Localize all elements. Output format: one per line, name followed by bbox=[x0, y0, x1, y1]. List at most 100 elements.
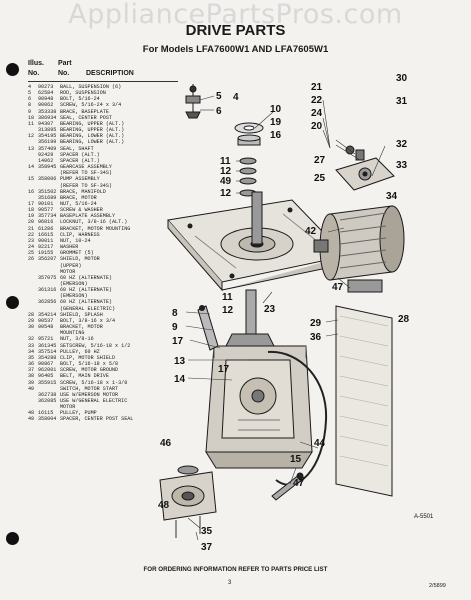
part-illus-no: 30 bbox=[28, 324, 35, 331]
parts-row: MOTOR bbox=[28, 404, 180, 410]
part-illus-no: 33 bbox=[28, 342, 35, 349]
part-number: 357075 bbox=[38, 274, 57, 281]
part-number: 90011 bbox=[38, 237, 54, 244]
part-description: GROMMET (5) bbox=[60, 250, 94, 257]
part-illus-no: 12 bbox=[28, 133, 35, 140]
part-number: 356207 bbox=[38, 256, 57, 263]
part-number: 62584 bbox=[38, 90, 54, 97]
part-description: PULLEY, 60 HZ bbox=[60, 348, 100, 355]
part-number: 357409 bbox=[38, 145, 57, 152]
part-description: BOLT, 5/16-24 bbox=[60, 96, 100, 103]
part-description: BRACKET, MOTOR bbox=[60, 324, 103, 331]
part-number: 358004 bbox=[38, 416, 57, 423]
part-illus-no: 15 bbox=[28, 176, 35, 183]
part-illus-no: 32 bbox=[28, 336, 35, 343]
callout-37: 37 bbox=[201, 542, 213, 553]
part-number: 90537 bbox=[38, 317, 54, 324]
part-number: 92217 bbox=[38, 244, 54, 251]
part-description: SCREW, 5/16-18 x 1-3/8 bbox=[60, 379, 128, 386]
part-illus-no: 24 bbox=[28, 244, 35, 251]
brace-part bbox=[197, 305, 219, 351]
page-number: 3 bbox=[228, 580, 232, 586]
part-illus-no: 21 bbox=[28, 225, 35, 232]
callout-6: 6 bbox=[216, 106, 222, 117]
parts-row: MOTOR bbox=[28, 269, 180, 275]
part-illus-no: 23 bbox=[28, 237, 35, 244]
part-number: 94307 bbox=[38, 120, 54, 127]
callout-8: 8 bbox=[172, 308, 178, 319]
binder-hole bbox=[6, 532, 19, 545]
part-number: 96405 bbox=[38, 373, 54, 380]
part-illus-no: 8 bbox=[28, 102, 32, 109]
part-description: MOUNTING bbox=[60, 330, 85, 337]
part-description: (UPPER) bbox=[60, 262, 82, 269]
callout-47b: 47 bbox=[293, 478, 305, 489]
binder-hole bbox=[6, 63, 19, 76]
part-illus-no: 5 bbox=[28, 90, 32, 97]
part-number: 357514 bbox=[38, 348, 57, 355]
part-number: 386934 bbox=[38, 114, 57, 121]
part-description: BALL, SUSPENSION (6) bbox=[60, 84, 122, 90]
part-description: BOLT, 3/8-16 x 3/4 bbox=[60, 317, 116, 324]
part-description: CLIP, MOTOR SHIELD bbox=[60, 354, 116, 361]
part-illus-no: 37 bbox=[28, 367, 35, 374]
part-description: CLIP, HARNESS bbox=[60, 231, 100, 238]
part-illus-no: 13 bbox=[28, 145, 35, 152]
callout-22: 22 bbox=[311, 95, 323, 106]
callout-14: 14 bbox=[174, 374, 186, 385]
callout-11a: 11 bbox=[220, 156, 231, 167]
callout-34: 34 bbox=[386, 191, 398, 202]
part-illus-no: 14 bbox=[28, 164, 35, 171]
part-description: BRACE, MANIFOLD bbox=[60, 188, 106, 195]
part-illus-no: 9 bbox=[28, 108, 32, 115]
callout-46: 46 bbox=[160, 438, 172, 449]
watermark: AppliancePartsPros.com bbox=[68, 0, 403, 30]
binder-hole bbox=[6, 296, 19, 309]
part-illus-no: 11 bbox=[28, 120, 35, 127]
callout-17b: 17 bbox=[218, 364, 230, 375]
callout-44: 44 bbox=[314, 438, 326, 449]
part-description: GEARCASE ASSEMBLY bbox=[60, 164, 112, 171]
part-number: 16115 bbox=[38, 410, 54, 417]
part-illus-no: 39 bbox=[28, 379, 35, 386]
part-illus-no: 6 bbox=[28, 96, 32, 103]
part-illus-no: 49 bbox=[28, 416, 35, 423]
callout-5: 5 bbox=[216, 91, 222, 102]
part-illus-no: 29 bbox=[28, 317, 35, 324]
part-illus-no: 25 bbox=[28, 250, 35, 257]
callout-13: 13 bbox=[174, 356, 186, 367]
part-number: 14062 bbox=[38, 157, 54, 164]
callout-27: 27 bbox=[314, 155, 326, 166]
part-description: BEARING, UPPER (ALT.) bbox=[60, 127, 125, 134]
part-description: BRACE, BASEPLATE bbox=[60, 108, 109, 115]
parts-row: (GENERAL ELECTRIC) bbox=[28, 306, 180, 312]
ordering-note: FOR ORDERING INFORMATION REFER TO PARTS … bbox=[143, 566, 328, 573]
callout-10: 10 bbox=[270, 104, 282, 115]
part-description: BRACKET, MOTOR MOUNTING bbox=[60, 225, 131, 232]
part-description: 60 HZ (ALTERNATE) bbox=[60, 274, 112, 281]
part-description: BEARING, LOWER (ALT.) bbox=[60, 139, 125, 146]
part-description: SHIELD, SPLASH bbox=[60, 311, 103, 318]
center-post-seal-part bbox=[234, 122, 264, 146]
part-number: 354288 bbox=[38, 354, 57, 361]
part-illus-no: 28 bbox=[28, 311, 35, 318]
part-illus-no: 35 bbox=[28, 354, 35, 361]
